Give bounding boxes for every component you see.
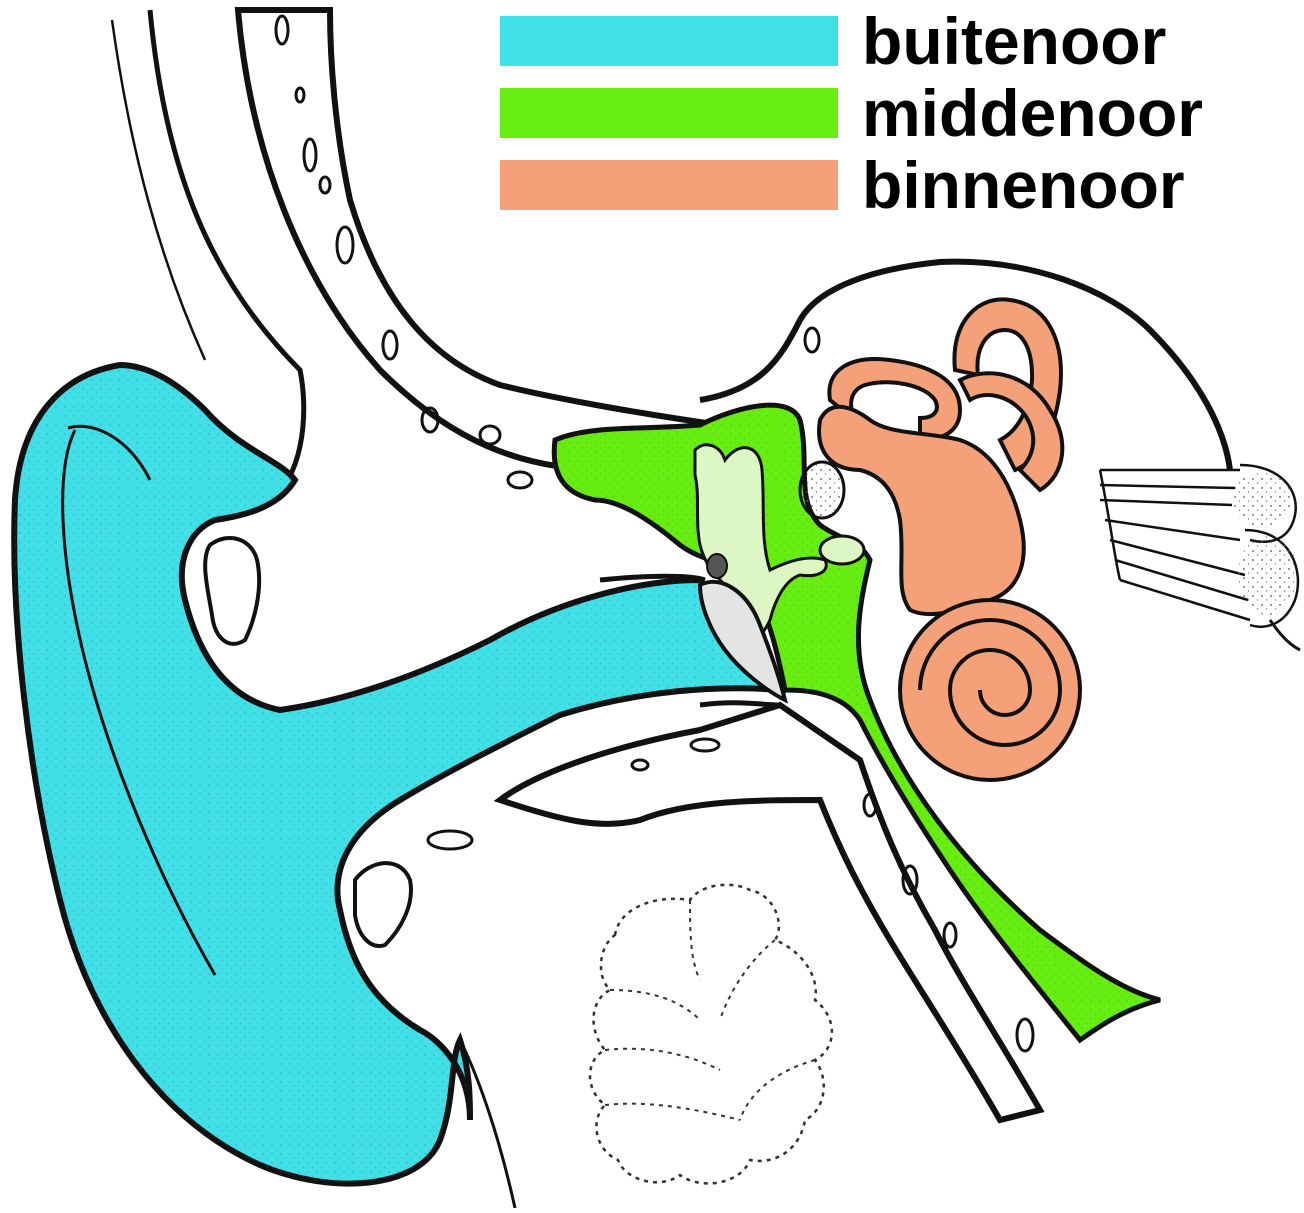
legend-label-outer-ear: buitenoor bbox=[862, 8, 1166, 74]
nerve-stipple-2 bbox=[1238, 535, 1298, 615]
cochlea bbox=[900, 600, 1080, 780]
legend-label-middle-ear: middenoor bbox=[862, 80, 1203, 146]
nerve-tail bbox=[1270, 620, 1300, 650]
malleus-handle-dark bbox=[707, 554, 727, 578]
parotid-lobule-lines bbox=[605, 900, 815, 1120]
canal-cartilage-small bbox=[428, 831, 472, 849]
temporal-bone-upper bbox=[238, 10, 720, 470]
canal-cartilage-lower bbox=[355, 863, 411, 946]
legend-item-middle-ear: middenoor bbox=[500, 80, 1203, 146]
legend-label-inner-ear: binnenoor bbox=[862, 152, 1185, 218]
stapes-footplate bbox=[820, 536, 864, 564]
bone-pore bbox=[805, 328, 819, 352]
parotid-gland-outline bbox=[590, 885, 832, 1184]
round-window bbox=[800, 462, 844, 518]
ear-cartilage-island bbox=[205, 538, 259, 644]
nerve-stipple-1 bbox=[1232, 472, 1292, 528]
legend-item-outer-ear: buitenoor bbox=[500, 8, 1166, 74]
legend-swatch-middle-ear bbox=[500, 88, 838, 138]
legend-item-inner-ear: binnenoor bbox=[500, 152, 1185, 218]
legend-swatch-outer-ear bbox=[500, 16, 838, 66]
legend-swatch-inner-ear bbox=[500, 160, 838, 210]
